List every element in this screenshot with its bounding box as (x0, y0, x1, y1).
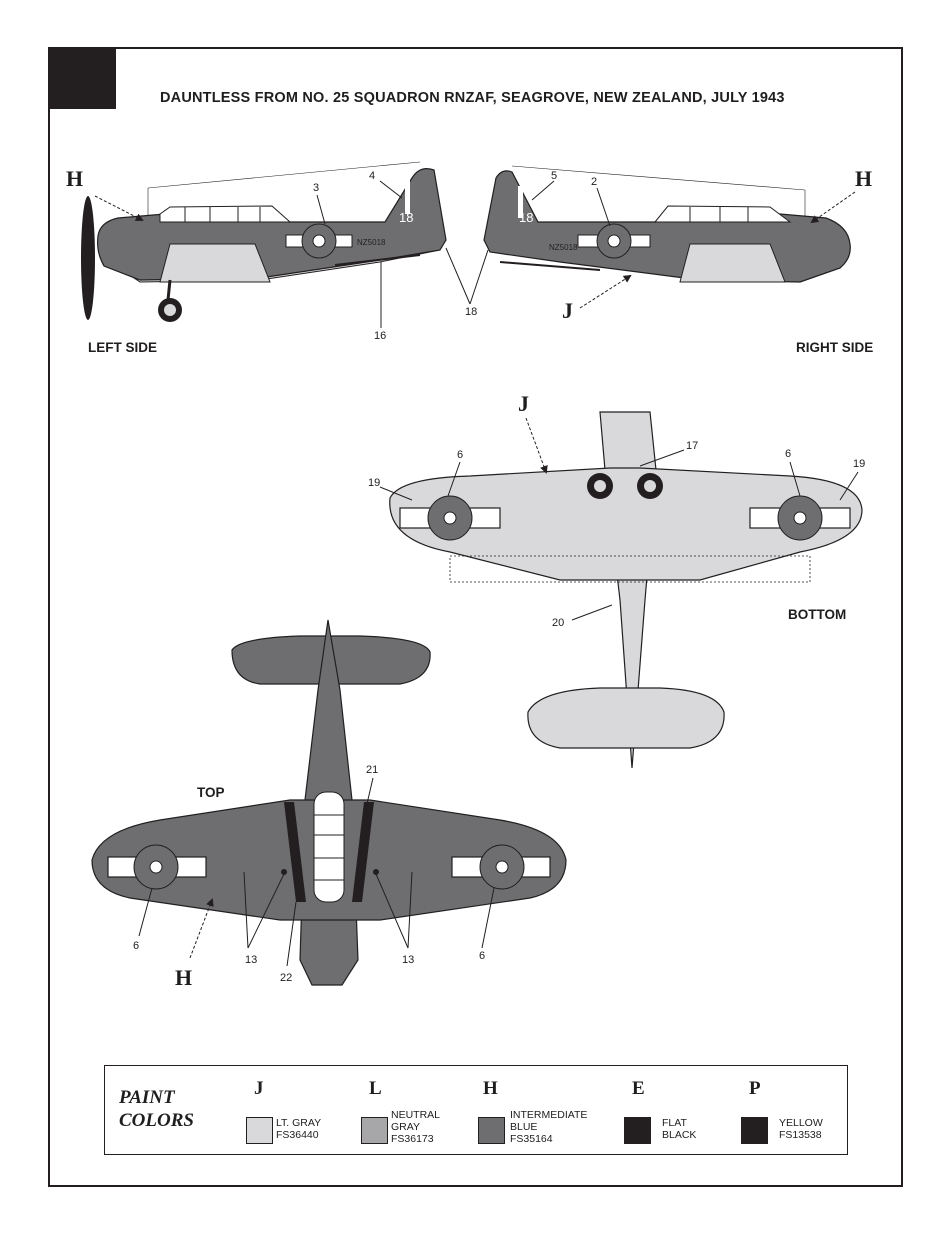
swatch-lt-gray (246, 1117, 273, 1144)
bottom-callout-19-left: 19 (368, 477, 380, 489)
top-label: TOP (197, 785, 225, 800)
top-view (92, 620, 566, 985)
callout-21: 21 (366, 764, 378, 776)
left-side-view (81, 162, 446, 322)
callout-20: 20 (552, 617, 564, 629)
top-callout-6-right: 6 (479, 950, 485, 962)
paint-name-j: LT. GRAY FS36440 (276, 1117, 321, 1141)
right-callout-h: H (855, 166, 872, 192)
paint-letter-e: E (632, 1078, 645, 1100)
bottom-callout-j: J (518, 391, 529, 417)
paint-letter-l: L (369, 1078, 382, 1100)
swatch-yellow (741, 1117, 768, 1144)
paint-letter-p: P (749, 1078, 761, 1100)
paint-colors-title: PAINT COLORS (119, 1086, 194, 1132)
top-callout-h: H (175, 965, 192, 991)
bottom-callout-6-right: 6 (785, 448, 791, 460)
callout-17: 17 (686, 440, 698, 452)
left-side-label: LEFT SIDE (88, 340, 157, 355)
right-side-label: RIGHT SIDE (796, 340, 873, 355)
right-side-view (484, 166, 850, 282)
right-callout-j: J (562, 298, 573, 324)
paint-name-h: INTERMEDIATE BLUE FS35164 (510, 1109, 605, 1145)
callout-16: 16 (374, 330, 386, 342)
top-callout-13-left: 13 (245, 954, 257, 966)
right-serial: NZ5018 (549, 243, 577, 252)
paint-name-e: FLAT BLACK (662, 1117, 712, 1141)
top-callout-6-left: 6 (133, 940, 139, 952)
bottom-label: BOTTOM (788, 607, 846, 622)
left-serial: NZ5018 (357, 238, 385, 247)
paint-colors-legend: PAINT COLORS J LT. GRAY FS36440 L NEUTRA… (104, 1065, 848, 1155)
swatch-flat-black (624, 1117, 651, 1144)
propeller-icon (81, 196, 95, 320)
callout-4: 4 (369, 170, 375, 182)
callout-3: 3 (313, 182, 319, 194)
paint-letter-h: H (483, 1078, 498, 1100)
callout-22: 22 (280, 972, 292, 984)
swatch-neutral-gray (361, 1117, 388, 1144)
left-tail-code: 18 (399, 210, 413, 225)
swatch-intermediate-blue (478, 1117, 505, 1144)
paint-name-l: NEUTRAL GRAY FS36173 (391, 1109, 451, 1145)
callout-2: 2 (591, 176, 597, 188)
left-callout-h: H (66, 166, 83, 192)
callout-18: 18 (465, 306, 477, 318)
callout-5: 5 (551, 170, 557, 182)
right-tail-code: 18 (519, 210, 533, 225)
top-callout-13-right: 13 (402, 954, 414, 966)
bottom-callout-6-left: 6 (457, 449, 463, 461)
paint-name-p: YELLOW FS13538 (779, 1117, 823, 1141)
bottom-callout-19-right: 19 (853, 458, 865, 470)
paint-letter-j: J (254, 1078, 264, 1100)
